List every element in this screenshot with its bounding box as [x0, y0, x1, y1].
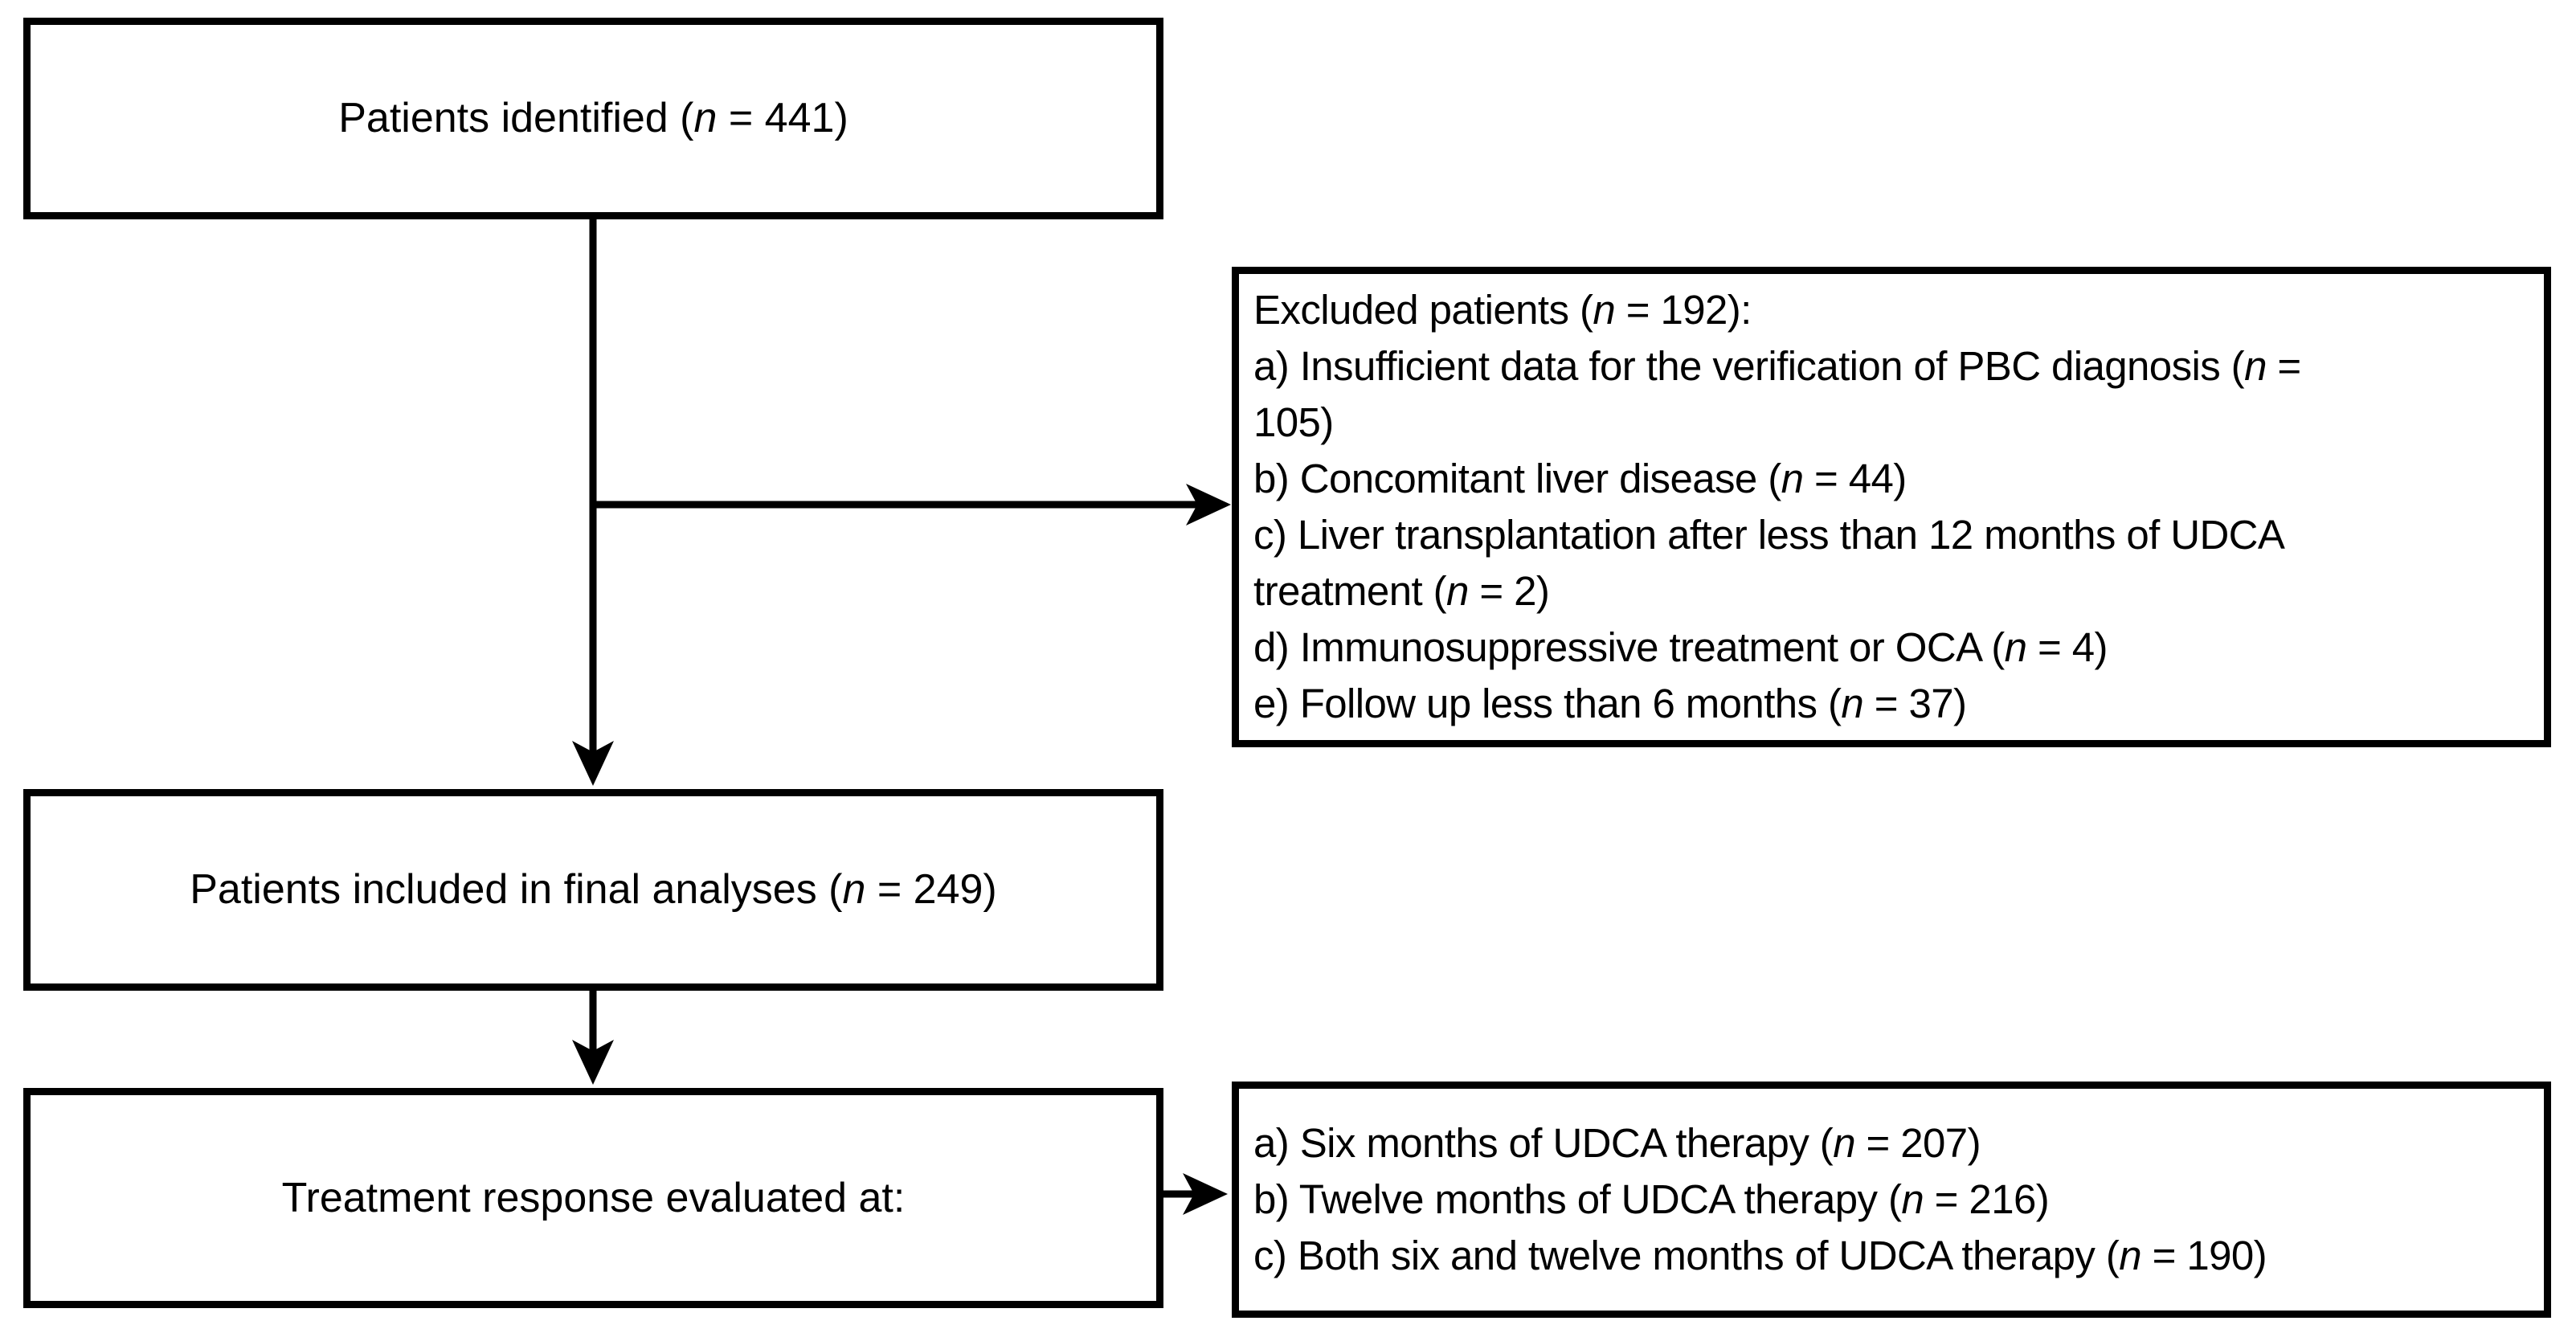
arrow-included-to-evaluated — [572, 989, 614, 1085]
node-treatment-response: Treatment response evaluated at: — [23, 1088, 1163, 1308]
node-patients-included-label: Patients included in final analyses (n =… — [190, 866, 997, 913]
arrow-evaluated-to-timepoints — [1161, 1173, 1228, 1215]
node-patients-identified-label: Patients identified (n = 441) — [338, 95, 848, 141]
text-line: b) Twelve months of UDCA therapy (n = 21… — [1253, 1176, 2050, 1222]
arrow-identified-to-included — [572, 218, 614, 786]
node-treatment-response-label: Treatment response evaluated at: — [281, 1174, 906, 1221]
text-line: 105) — [1253, 399, 1334, 445]
node-evaluation-timepoints: a) Six months of UDCA therapy (n = 207) b… — [1232, 1082, 2551, 1318]
text-line: a) Insufficient data for the verificatio… — [1253, 343, 2301, 389]
node-patients-included: Patients included in final analyses (n =… — [23, 789, 1163, 991]
text-line: c) Liver transplantation after less than… — [1253, 512, 2285, 558]
text-line: d) Immunosuppressive treatment or OCA (n… — [1253, 624, 2108, 670]
text-line: e) Follow up less than 6 months (n = 37) — [1253, 681, 1967, 726]
arrow-to-excluded — [590, 484, 1231, 525]
text-line: treatment (n = 2) — [1253, 568, 1550, 614]
node-patients-identified: Patients identified (n = 441) — [23, 18, 1163, 219]
node-excluded-patients: Excluded patients (n = 192): a) Insuffici… — [1232, 267, 2551, 747]
text-line: c) Both six and twelve months of UDCA th… — [1253, 1233, 2267, 1278]
text-line: Excluded patients (n = 192): — [1253, 287, 1752, 333]
text-line: a) Six months of UDCA therapy (n = 207) — [1253, 1120, 1981, 1166]
text-line: b) Concomitant liver disease (n = 44) — [1253, 456, 1907, 501]
